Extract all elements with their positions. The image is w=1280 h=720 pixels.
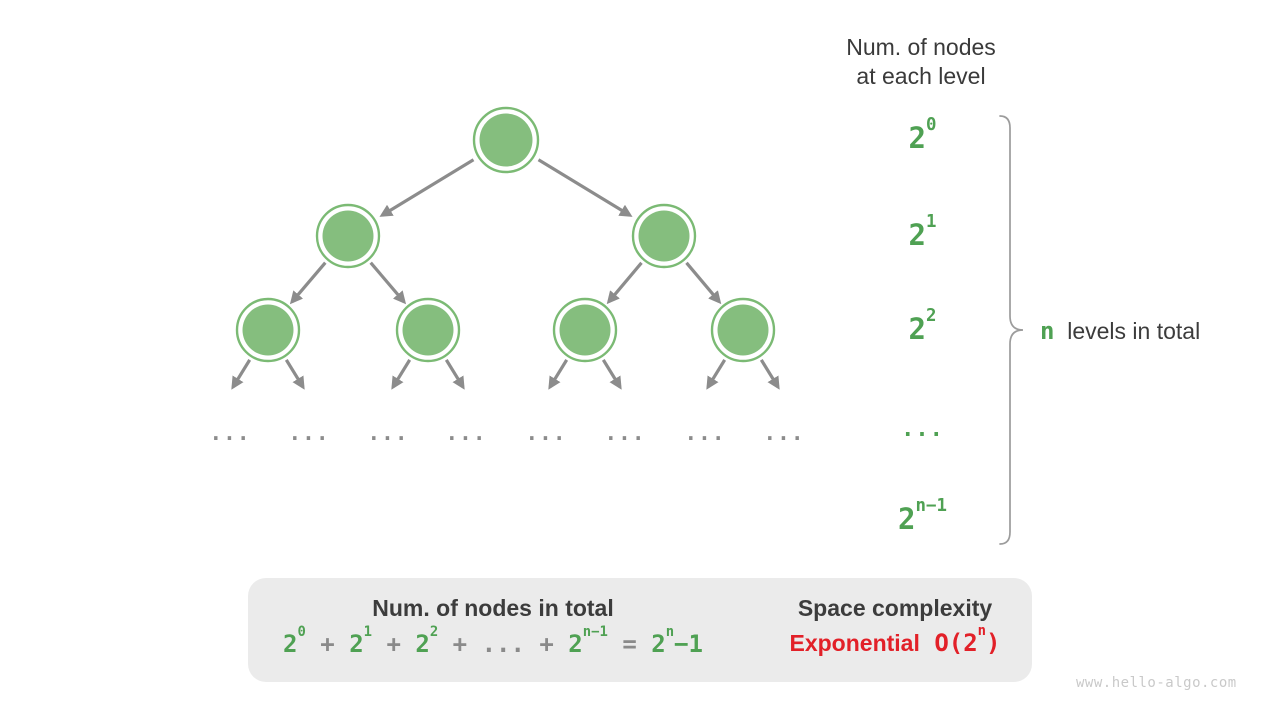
column-header-line1: Num. of nodes <box>846 34 996 60</box>
edge-l3a-left <box>231 359 252 390</box>
total-nodes-formula: 20 + 21 + 22 + ... + 2n−1 = 2n−1 <box>283 624 703 658</box>
edge-l2a-l3b <box>369 261 407 305</box>
brace <box>999 115 1024 545</box>
leaf-ellipsis: ... <box>604 421 646 445</box>
edge-l3c-left <box>548 359 569 390</box>
tree-node-l2-2 <box>631 203 697 269</box>
tree-node-l3-1 <box>235 297 301 363</box>
space-complexity-value: Exponential O(2n) <box>789 623 1001 657</box>
tree-node-root <box>472 106 540 174</box>
total-nodes-title: Num. of nodes in total <box>372 595 614 621</box>
level-count-2-1: 21 <box>908 212 937 252</box>
tree-nodes <box>235 106 776 363</box>
edge-l2b-l3c <box>606 261 643 305</box>
level-count-2-0: 20 <box>908 115 937 155</box>
edge-l3d-left <box>706 359 727 390</box>
level-count-2-n-1: 2n−1 <box>898 496 947 536</box>
edge-l3b-left <box>391 359 412 390</box>
edge-l2a-l3a <box>289 261 327 305</box>
tree-node-l3-2 <box>395 297 461 363</box>
edge-l3a-right <box>284 359 305 390</box>
leaf-ellipsis: ... <box>367 421 409 445</box>
leaf-ellipsis: ... <box>525 421 567 445</box>
edge-l2b-l3d <box>685 261 722 305</box>
level-count-ellipsis: ... <box>901 417 944 442</box>
leaf-ellipsis: ... <box>684 421 726 445</box>
tree-node-l3-4 <box>710 297 776 363</box>
level-count-2-2: 22 <box>908 306 937 346</box>
tree-edges <box>231 158 780 390</box>
leaf-ellipsis: ... <box>445 421 487 445</box>
column-header-line2: at each level <box>856 63 986 89</box>
summary-box <box>248 578 1032 682</box>
brace-caption: n levels in total <box>1040 317 1201 345</box>
edge-l3c-right <box>601 359 622 390</box>
tree-node-l2-1 <box>315 203 381 269</box>
edge-l3b-right <box>444 359 465 390</box>
edge-root-right <box>537 158 633 217</box>
edge-l3d-right <box>759 359 780 390</box>
leaf-ellipsis: ... <box>763 421 805 445</box>
column-header: Num. of nodes at each level <box>811 33 1031 91</box>
watermark: www.hello-algo.com <box>1076 675 1237 691</box>
leaf-ellipsis: ... <box>288 421 330 445</box>
leaf-ellipsis: ... <box>209 421 251 445</box>
space-complexity-title: Space complexity <box>797 595 993 621</box>
tree-node-l3-3 <box>552 297 618 363</box>
edge-root-left <box>379 158 475 217</box>
